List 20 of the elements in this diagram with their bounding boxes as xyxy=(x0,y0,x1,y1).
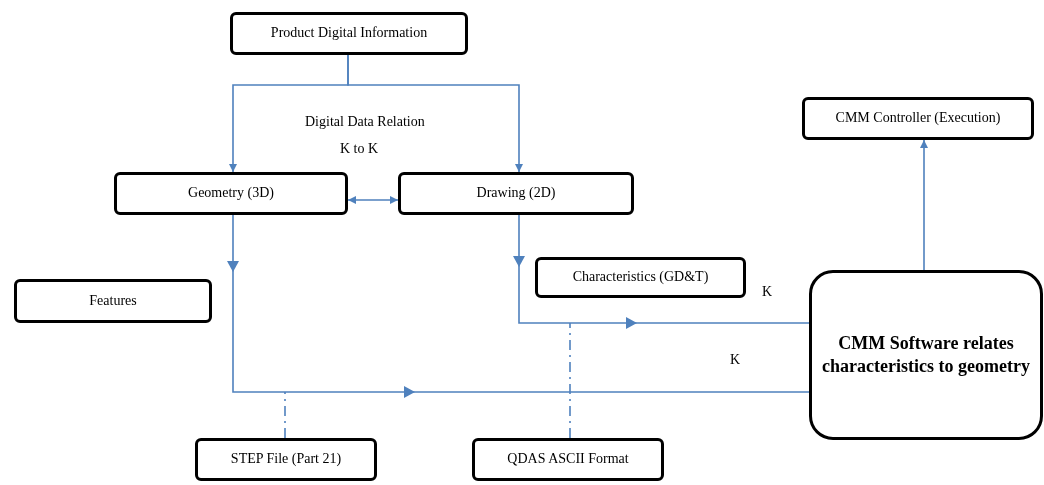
node-text: CMM Controller (Execution) xyxy=(835,109,1001,128)
node-text: Drawing (2D) xyxy=(476,184,556,203)
process-box xyxy=(398,172,634,215)
text-label: K to K xyxy=(340,141,379,157)
process-box xyxy=(472,438,664,481)
process-box xyxy=(802,97,1034,140)
node-text: QDAS ASCII Format xyxy=(507,450,629,469)
process-box xyxy=(195,438,377,481)
node-text: Geometry (3D) xyxy=(188,184,274,203)
process-box xyxy=(14,279,212,323)
process-box xyxy=(114,172,348,215)
node-text: CMM Software relates characteristics to geometry xyxy=(821,331,1031,378)
rounded-box xyxy=(809,270,1043,440)
process-box xyxy=(230,12,468,55)
node-text: STEP File (Part 21) xyxy=(230,450,342,469)
node-text: Features xyxy=(89,291,137,310)
node-text: Product Digital Information xyxy=(270,24,428,43)
process-box xyxy=(535,257,746,298)
text-label: Digital Data Relation xyxy=(305,114,425,130)
node-text: Characteristics (GD&T) xyxy=(572,268,709,287)
